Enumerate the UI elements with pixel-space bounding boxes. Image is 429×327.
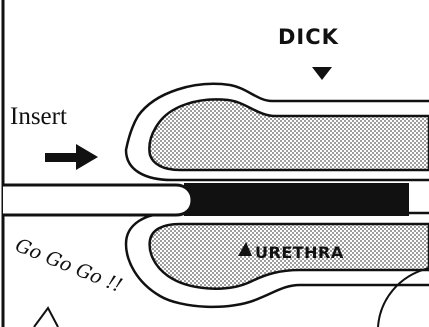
label-insert: Insert	[10, 103, 67, 130]
label-urethra: URETHRA	[255, 243, 344, 262]
inserted-rod	[3, 185, 192, 215]
label-dick: DICK	[278, 25, 339, 49]
urethra-channel	[184, 183, 409, 216]
